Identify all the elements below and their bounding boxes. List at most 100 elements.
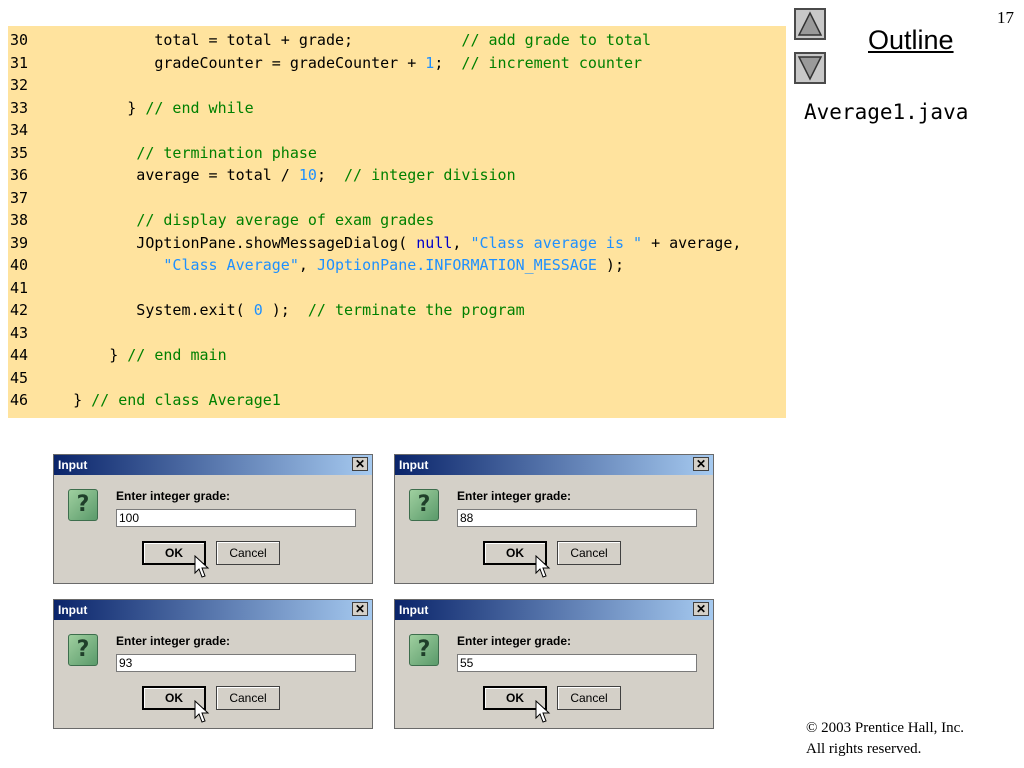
- close-icon[interactable]: ✕: [352, 457, 368, 471]
- grade-input[interactable]: 93: [116, 654, 356, 672]
- grade-input[interactable]: 100: [116, 509, 356, 527]
- line-number: 46: [10, 391, 29, 409]
- slide-number: 17: [997, 8, 1014, 27]
- code-text: total = total + grade;: [46, 31, 462, 49]
- dialog-prompt: Enter integer grade:: [116, 634, 231, 648]
- close-icon[interactable]: ✕: [693, 602, 709, 616]
- dialog-titlebar: Input ✕: [54, 455, 372, 475]
- previous-slide-button[interactable]: [794, 8, 826, 40]
- cancel-button[interactable]: Cancel: [216, 541, 280, 565]
- code-comment: // add grade to total: [461, 31, 652, 49]
- code-text: JOptionPane.showMessageDialog(: [46, 233, 417, 252]
- line-number: 37: [10, 188, 29, 207]
- copyright-notice: © 2003 Prentice Hall, Inc. All rights re…: [806, 718, 964, 760]
- close-icon[interactable]: ✕: [352, 602, 368, 616]
- cancel-button[interactable]: Cancel: [216, 686, 280, 710]
- code-string: JOptionPane.INFORMATION_MESSAGE: [316, 256, 597, 274]
- code-line: 33 } // end while: [8, 97, 254, 119]
- code-line: 32: [8, 74, 46, 96]
- code-text: ;: [316, 166, 345, 184]
- mouse-cursor-icon: [535, 555, 551, 578]
- code-line: 41: [8, 277, 46, 299]
- code-text: ;: [434, 53, 462, 72]
- question-icon: ?: [409, 489, 439, 521]
- code-text: [46, 144, 136, 162]
- code-number: 0: [253, 301, 263, 319]
- code-string: "Class average is ": [470, 233, 643, 252]
- grade-input[interactable]: 88: [457, 509, 697, 527]
- grade-input[interactable]: 55: [457, 654, 697, 672]
- code-text: ,: [298, 256, 317, 274]
- code-line: 42 System.exit( 0 ); // terminate the pr…: [8, 299, 525, 321]
- dialog-titlebar: Input ✕: [395, 455, 713, 475]
- dialog-titlebar: Input ✕: [395, 600, 713, 620]
- code-line: 43: [8, 322, 46, 344]
- code-line: 40 "Class Average", JOptionPane.INFORMAT…: [8, 254, 624, 276]
- mouse-cursor-icon: [194, 700, 210, 723]
- code-listing: 30 total = total + grade; // add grade t…: [8, 26, 786, 418]
- code-line: 44 } // end main: [8, 344, 227, 366]
- dialog-title: Input: [399, 603, 429, 617]
- next-slide-button[interactable]: [794, 52, 826, 84]
- line-number: 38: [10, 211, 29, 229]
- code-line: 46 } // end class Average1: [8, 389, 281, 411]
- line-number: 34: [10, 121, 29, 139]
- dialog-titlebar: Input ✕: [54, 600, 372, 620]
- dialog-title: Input: [58, 458, 88, 472]
- dialog-prompt: Enter integer grade:: [457, 634, 572, 648]
- code-comment: // end main: [127, 346, 227, 364]
- question-icon: ?: [68, 634, 98, 666]
- code-comment: // end while: [145, 98, 254, 117]
- code-comment: // display average of exam grades: [136, 211, 435, 229]
- input-dialog: Input ✕ ? Enter integer grade: 93 OK Can…: [53, 599, 373, 729]
- close-icon[interactable]: ✕: [693, 457, 709, 471]
- code-comment: // end class Average1: [91, 391, 281, 409]
- file-name-label: Average1.java: [804, 100, 969, 124]
- mouse-cursor-icon: [535, 700, 551, 723]
- rights-line: All rights reserved.: [806, 741, 922, 757]
- code-comment: // increment counter: [461, 53, 643, 72]
- code-line: 31 gradeCounter = gradeCounter + 1; // i…: [8, 52, 642, 74]
- code-line: 35 // termination phase: [8, 142, 317, 164]
- line-number: 44: [10, 346, 29, 364]
- code-comment: // termination phase: [136, 143, 317, 162]
- line-number: 40: [10, 256, 29, 274]
- code-string: "Class Average": [163, 256, 299, 274]
- ok-button[interactable]: OK: [142, 686, 206, 710]
- line-number: 43: [10, 323, 29, 342]
- ok-button[interactable]: OK: [483, 541, 547, 565]
- code-text: );: [596, 256, 624, 274]
- code-text: [46, 256, 163, 274]
- code-comment: // terminate the program: [307, 301, 525, 319]
- line-number: 36: [10, 166, 29, 184]
- dialog-title: Input: [399, 458, 429, 472]
- line-number: 35: [10, 143, 29, 162]
- outline-link[interactable]: Outline: [868, 25, 954, 55]
- mouse-cursor-icon: [194, 555, 210, 578]
- line-number: 31: [10, 53, 29, 72]
- input-dialog: Input ✕ ? Enter integer grade: 55 OK Can…: [394, 599, 714, 729]
- code-text: }: [46, 346, 128, 364]
- line-number: 45: [10, 368, 29, 387]
- code-number: 1: [425, 53, 435, 72]
- input-dialog: Input ✕ ? Enter integer grade: 100 OK Ca…: [53, 454, 373, 584]
- code-text: System.exit(: [46, 301, 254, 319]
- question-icon: ?: [409, 634, 439, 666]
- code-number: 10: [298, 166, 317, 184]
- dialog-prompt: Enter integer grade:: [457, 489, 572, 503]
- input-dialog: Input ✕ ? Enter integer grade: 88 OK Can…: [394, 454, 714, 584]
- cancel-button[interactable]: Cancel: [557, 541, 621, 565]
- line-number: 33: [10, 98, 29, 117]
- line-number: 39: [10, 233, 29, 252]
- question-icon: ?: [68, 489, 98, 521]
- code-line: 39 JOptionPane.showMessageDialog( null, …: [8, 232, 741, 254]
- code-line: 30 total = total + grade; // add grade t…: [8, 29, 651, 51]
- cancel-button[interactable]: Cancel: [557, 686, 621, 710]
- code-keyword: null: [416, 233, 453, 252]
- code-text: average = total /: [46, 166, 299, 184]
- line-number: 41: [10, 278, 29, 297]
- code-line: 37: [8, 187, 46, 209]
- line-number: 30: [10, 31, 29, 49]
- code-line: 38 // display average of exam grades: [8, 209, 434, 231]
- code-text: }: [46, 391, 92, 409]
